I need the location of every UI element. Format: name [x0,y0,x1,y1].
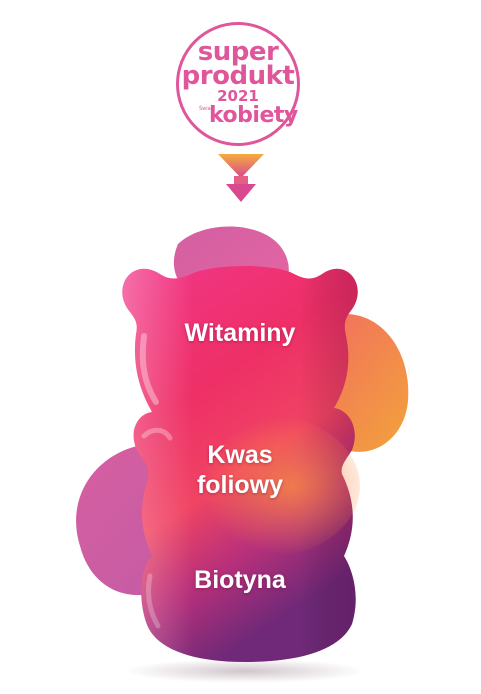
label-witaminy: Witaminy [184,319,296,347]
badge-brand-small: Świat [199,106,213,112]
badge-year: 2021 [217,87,259,105]
arrow-down-icon [218,154,264,202]
label-kwas: Kwas [207,441,273,469]
badge-line-produkt: produkt [181,61,295,91]
badge-brand: Świat kobiety [199,104,298,128]
label-biotyna: Biotyna [194,566,286,594]
award-badge: super produkt 2021 Świat kobiety [176,22,300,146]
gummy-bear-icon [76,226,409,683]
badge-line-super: super [197,37,279,67]
badge-brand-name: kobiety [209,103,298,128]
label-foliowy: foliowy [196,471,284,499]
label-kwas-foliowy: Kwas foliowy [160,440,320,500]
